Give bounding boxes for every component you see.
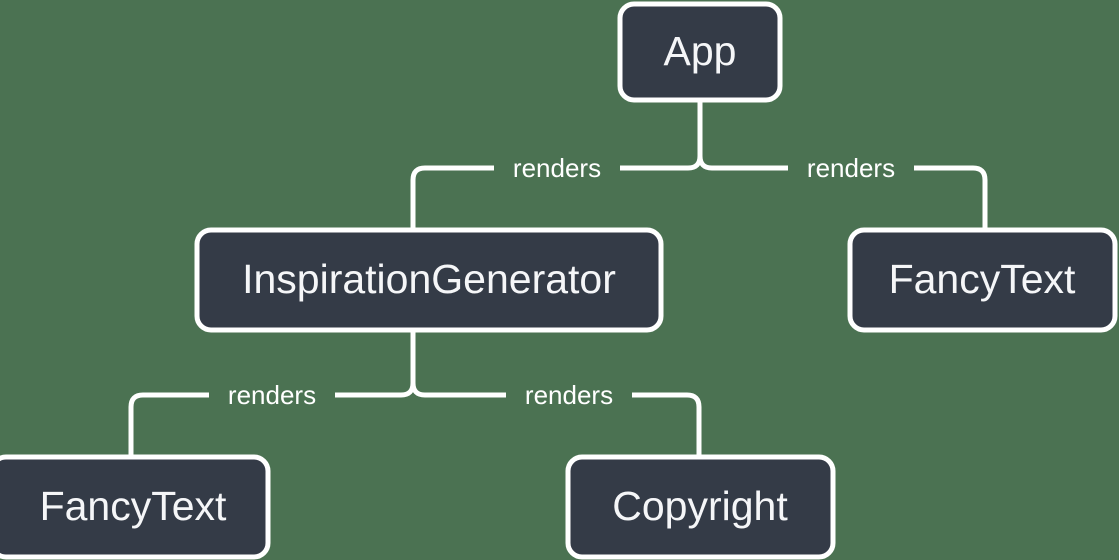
node-fancytext-right-label: FancyText [889, 256, 1076, 302]
node-app-label: App [664, 28, 737, 74]
node-fancytext-left-label: FancyText [40, 483, 227, 529]
edge-label-app-to-inspirationgenerator: renders [513, 153, 601, 183]
node-fancytext-right-box[interactable] [847, 227, 1118, 333]
node-app-box[interactable] [617, 1, 783, 103]
node-copyright-box[interactable] [565, 454, 836, 560]
node-fancytext-left[interactable]: FancyText [0, 454, 271, 560]
node-inspirationgenerator-label: InspirationGenerator [242, 256, 616, 302]
edge-label-app-to-fancytext-right: renders [807, 153, 895, 183]
edge-label-bg-app-inspirationgenerator [494, 152, 620, 186]
node-copyright[interactable]: Copyright [565, 454, 836, 560]
edge-label-bg-app-fancytext-right [788, 152, 914, 186]
edge-label-inspirationgenerator-to-fancytext-left: renders [228, 380, 316, 410]
node-inspirationgenerator[interactable]: InspirationGenerator [194, 227, 664, 333]
edge-label-inspirationgenerator-to-copyright: renders [525, 380, 613, 410]
node-app[interactable]: App [617, 1, 783, 103]
node-fancytext-right[interactable]: FancyText [847, 227, 1118, 333]
edge-label-bg-inspirationgenerator-fancytext-left [209, 379, 335, 413]
edge-label-bg-inspirationgenerator-copyright [506, 379, 632, 413]
edge-label-group: renders renders renders renders [209, 152, 914, 413]
node-fancytext-left-box[interactable] [0, 454, 271, 560]
node-inspirationgenerator-box[interactable] [194, 227, 664, 333]
node-copyright-label: Copyright [612, 483, 788, 529]
